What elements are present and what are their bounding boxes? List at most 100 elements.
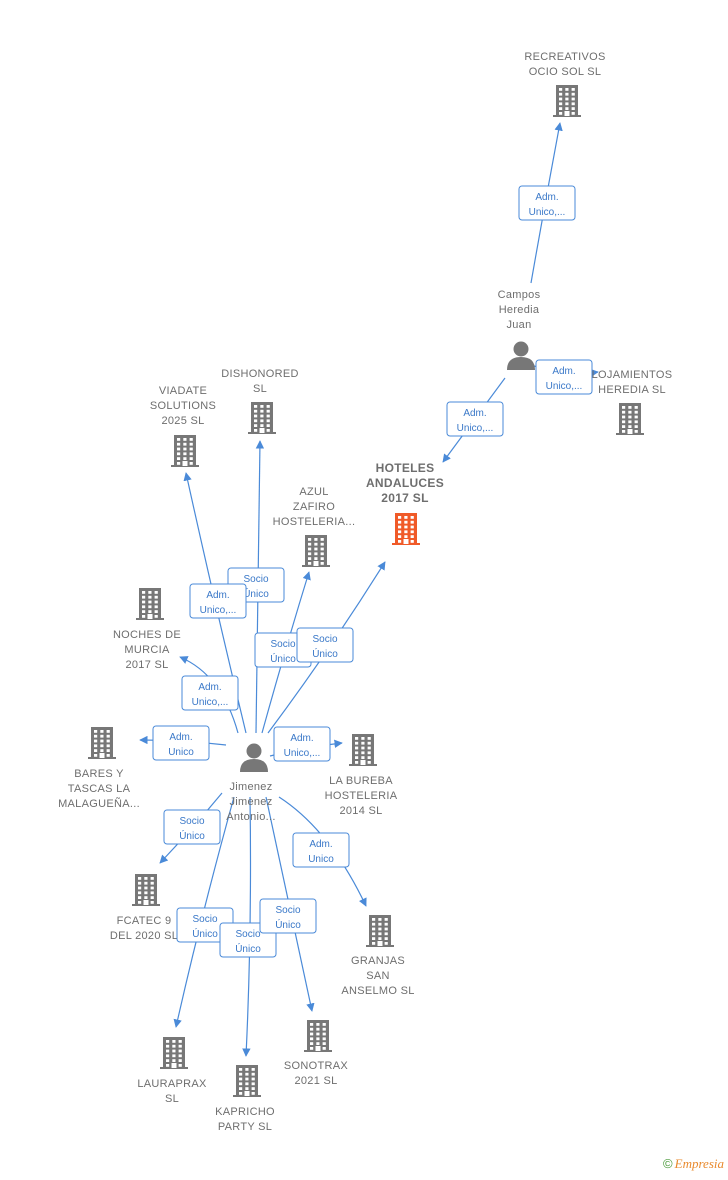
building-icon bbox=[132, 874, 160, 906]
node-jimenez[interactable]: JimenezJimenezAntonio... bbox=[226, 743, 275, 824]
node-label: SL bbox=[253, 383, 267, 395]
node-label: DISHONORED bbox=[221, 368, 299, 380]
node-kapricho[interactable]: KAPRICHO PARTY SL bbox=[215, 1065, 275, 1133]
edge-label-text: Unico bbox=[308, 854, 334, 865]
edge-label-text: Socio bbox=[243, 574, 268, 585]
node-label: 2017 SL bbox=[125, 659, 168, 671]
edge-label-box bbox=[446, 401, 504, 437]
edge-label-text: Unico,... bbox=[457, 423, 494, 434]
edge-label-box bbox=[535, 359, 593, 395]
edge-label-box bbox=[273, 726, 331, 762]
person-icon bbox=[240, 743, 268, 772]
node-label: 2021 SL bbox=[294, 1075, 337, 1087]
edge-label-text: Adm. bbox=[169, 732, 192, 743]
node-sonotrax[interactable]: SONOTRAX 2021 SL bbox=[284, 1020, 348, 1087]
node-label: MURCIA bbox=[124, 644, 170, 656]
node-label: 2014 SL bbox=[339, 805, 382, 817]
building-icon bbox=[366, 915, 394, 947]
edge-label-jimenez-to-noches[interactable]: Adm.Unico,... bbox=[181, 675, 239, 711]
edge-label-text: Único bbox=[270, 652, 296, 665]
node-alojamientos[interactable]: LOJAMIENTOS HEREDIA SL bbox=[592, 369, 673, 435]
edge-label-text: Adm. bbox=[290, 733, 313, 744]
edge-label-text: Único bbox=[243, 587, 269, 600]
edge-label-campos-to-hoteles[interactable]: Adm.Unico,... bbox=[446, 401, 504, 437]
edge-label-text: Unico,... bbox=[529, 207, 566, 218]
empresia-credit[interactable]: ©Empresia bbox=[663, 1156, 724, 1172]
node-label: SL bbox=[165, 1093, 179, 1105]
node-label: VIADATE bbox=[159, 385, 207, 397]
node-label: HEREDIA SL bbox=[598, 384, 666, 396]
building-icon bbox=[553, 85, 581, 117]
node-label: KAPRICHO bbox=[215, 1106, 275, 1118]
node-label: Juan bbox=[506, 319, 531, 331]
edge-label-text: Adm. bbox=[309, 839, 332, 850]
building-icon bbox=[233, 1065, 261, 1097]
edge-label-text: Único bbox=[235, 942, 261, 955]
edge-label-box bbox=[152, 725, 210, 761]
edge-label-text: Socio bbox=[312, 634, 337, 645]
node-label: SONOTRAX bbox=[284, 1060, 348, 1072]
edge-label-text: Único bbox=[275, 918, 301, 931]
building-icon bbox=[304, 1020, 332, 1052]
building-icon bbox=[392, 513, 420, 545]
node-label: Jimenez bbox=[229, 796, 272, 808]
edge-label-campos-to-alojamientos[interactable]: Adm. Unico,... bbox=[535, 359, 593, 395]
node-viadate[interactable]: VIADATE SOLUTIONS 2025 SL bbox=[150, 385, 216, 467]
node-label: SOLUTIONS bbox=[150, 400, 216, 412]
edge-label-text: Unico,... bbox=[546, 381, 583, 392]
node-label: OCIO SOL SL bbox=[529, 66, 602, 78]
edge-label-campos-to-recreativos[interactable]: Adm. Unico,... bbox=[518, 185, 576, 221]
edge-label-text: Unico,... bbox=[200, 605, 237, 616]
node-label: 2017 SL bbox=[381, 491, 428, 505]
node-label: Campos bbox=[498, 289, 541, 301]
edge-label-text: Adm. bbox=[206, 590, 229, 601]
building-icon bbox=[349, 734, 377, 766]
node-label: PARTY SL bbox=[218, 1121, 272, 1133]
edge-label-box bbox=[189, 583, 247, 619]
edge-label-box bbox=[518, 185, 576, 221]
edge-label-text: Único bbox=[192, 927, 218, 940]
edge-label-jimenez-to-viadate[interactable]: Adm. Unico,... bbox=[189, 583, 247, 619]
node-label: DEL 2020 SL bbox=[110, 930, 178, 942]
edge-label-jimenez-to-bureba[interactable]: Adm.Unico,... bbox=[273, 726, 331, 762]
edge-label-box bbox=[259, 898, 317, 934]
node-azul[interactable]: AZULZAFIROHOSTELERIA... bbox=[273, 486, 356, 567]
edge-label-box bbox=[163, 809, 221, 845]
edge-label-text: Adm. bbox=[535, 192, 558, 203]
node-label: LA BUREBA bbox=[329, 775, 393, 787]
node-label: SAN bbox=[366, 970, 390, 982]
building-icon bbox=[616, 403, 644, 435]
edge-label-text: Único bbox=[312, 647, 338, 660]
edge-label-jimenez-to-granjas[interactable]: Adm. Unico bbox=[292, 832, 350, 868]
edge-label-box bbox=[296, 627, 354, 663]
edge-label-box bbox=[181, 675, 239, 711]
edge-label-jimenez-to-bares[interactable]: Adm.Unico bbox=[152, 725, 210, 761]
edge-label-text: Adm. bbox=[552, 366, 575, 377]
node-label: LOJAMIENTOS bbox=[592, 369, 673, 381]
node-label: BARES Y bbox=[74, 768, 124, 780]
copyright-symbol: © bbox=[663, 1156, 673, 1171]
node-label: 2025 SL bbox=[161, 415, 204, 427]
brand-name: Empresia bbox=[674, 1156, 724, 1171]
building-icon bbox=[160, 1037, 188, 1069]
building-icon bbox=[136, 588, 164, 620]
edge-label-text: Socio bbox=[235, 929, 260, 940]
edge-label-text: Único bbox=[179, 829, 205, 842]
node-label: Antonio... bbox=[226, 811, 275, 823]
node-label: AZUL bbox=[299, 486, 328, 498]
node-dishonored[interactable]: DISHONORED SL bbox=[221, 368, 299, 434]
